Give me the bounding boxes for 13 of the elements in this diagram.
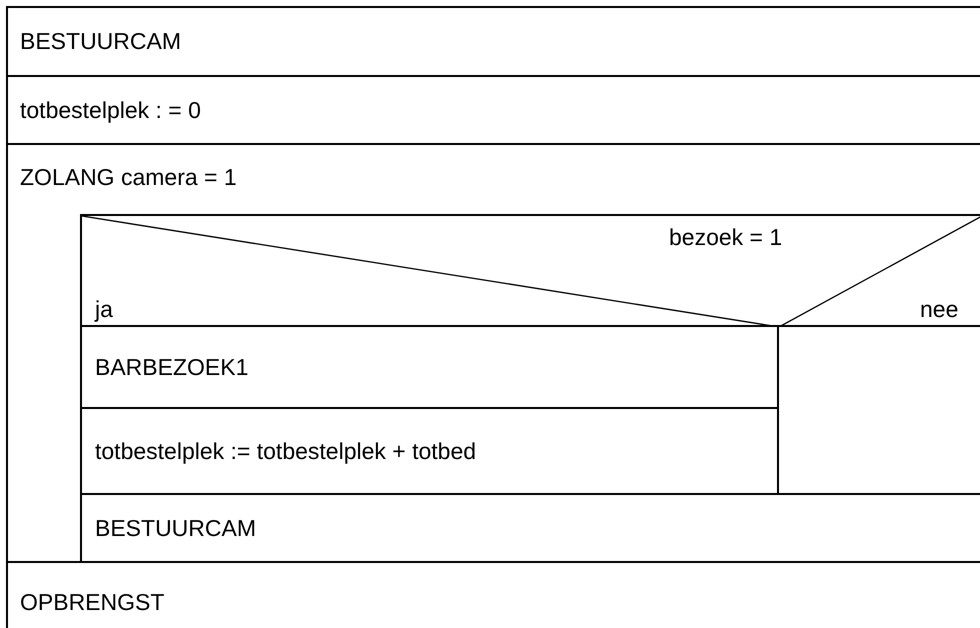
loop-condition: ZOLANG camera = 1: [19, 162, 237, 192]
loop-block: [6, 143, 980, 563]
no-label: nee: [920, 296, 958, 323]
yes-label: ja: [95, 296, 113, 323]
statement-block: [80, 325, 779, 409]
condition-text: bezoek = 1: [669, 224, 782, 251]
statement-text: totbestelplek := totbestelplek + totbed: [94, 438, 476, 464]
statement-text: OPBRENGST: [19, 588, 164, 616]
statement-text: BESTUURCAM: [94, 514, 256, 542]
statement-text: totbestelplek : = 0: [19, 96, 201, 124]
statement-text: BESTUURCAM: [19, 28, 182, 55]
statement-text: BARBEZOEK1: [94, 354, 248, 380]
statement-block: [6, 6, 980, 77]
